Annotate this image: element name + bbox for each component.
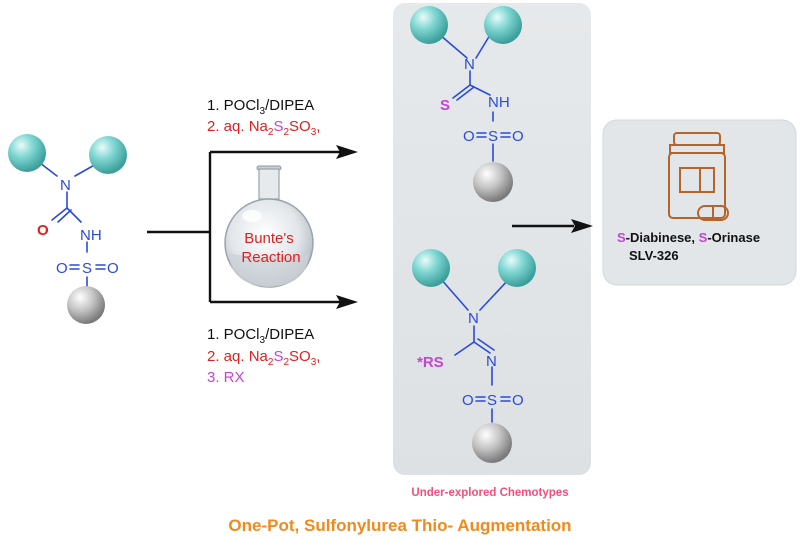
teal-substituent-sphere [410,6,448,44]
thiourea-nitrogen: N [464,56,475,73]
pill-icon [697,205,729,221]
drug-code: SLV-326 [629,248,679,263]
thiourea-product: N S NH O S O [410,6,524,202]
sulfonyl-oxygen-left: O [56,260,68,277]
sulfonyl-oxygen-right: O [512,128,524,145]
teal-substituent-sphere [89,136,127,174]
sulfonyl-sulfur: S [82,260,92,277]
teal-substituent-sphere [412,249,450,287]
arrow-heads [336,145,593,309]
sulfonyl-sulfur: S [487,392,497,409]
sulfonylurea-starting-material: N O NH O S O [8,134,127,324]
chemotype-panel [393,3,591,475]
isothiourea-nitrogen: N [468,310,479,327]
round-bottom-flask-icon: Bunte's Reaction [224,165,314,288]
gray-substituent-sphere [473,162,513,202]
top-reagent-step1: 1. POCl3/DIPEA [207,97,314,117]
sulfonyl-oxygen-right: O [107,260,119,277]
bunte-reaction-label-line2: Reaction [241,249,300,266]
sulfonyl-oxygen-left: O [462,392,474,409]
chemotypes-caption: Under-explored Chemotypes [411,487,568,499]
bottom-reagent-step1: 1. POCl3/DIPEA [207,326,314,346]
bunte-reaction-label-line1: Bunte's [244,230,294,247]
top-reagent-step2: 2. aq. Na2S2SO3, [207,118,320,138]
urea-nitrogen: N [60,177,71,194]
reaction-arrows [147,150,574,304]
teal-substituent-sphere [484,6,522,44]
urea-nh: NH [80,227,102,244]
medicine-bottle-icon [668,132,726,219]
thioether-group: *RS [417,354,444,371]
isothiourea-product: N *RS N O S O [412,249,536,463]
sulfonyl-oxygen-right: O [512,392,524,409]
gray-substituent-sphere [472,423,512,463]
bottom-reagent-step3: 3. RX [207,369,245,386]
drug-panel [602,119,797,286]
thiocarbonyl-sulfur: S [440,97,450,114]
drug-names: S-Diabinese, S-Orinase [617,230,760,245]
imine-nitrogen: N [486,353,497,370]
sulfonyl-oxygen-left: O [463,128,475,145]
bottom-reagent-step2: 2. aq. Na2S2SO3, [207,348,320,368]
teal-substituent-sphere [8,134,46,172]
gray-substituent-sphere [67,286,105,324]
thiourea-nh: NH [488,94,510,111]
scheme-title: One-Pot, Sulfonylurea Thio- Augmentation [228,516,571,535]
sulfonyl-sulfur: S [488,128,498,145]
teal-substituent-sphere [498,249,536,287]
urea-carbonyl-oxygen: O [37,222,49,239]
